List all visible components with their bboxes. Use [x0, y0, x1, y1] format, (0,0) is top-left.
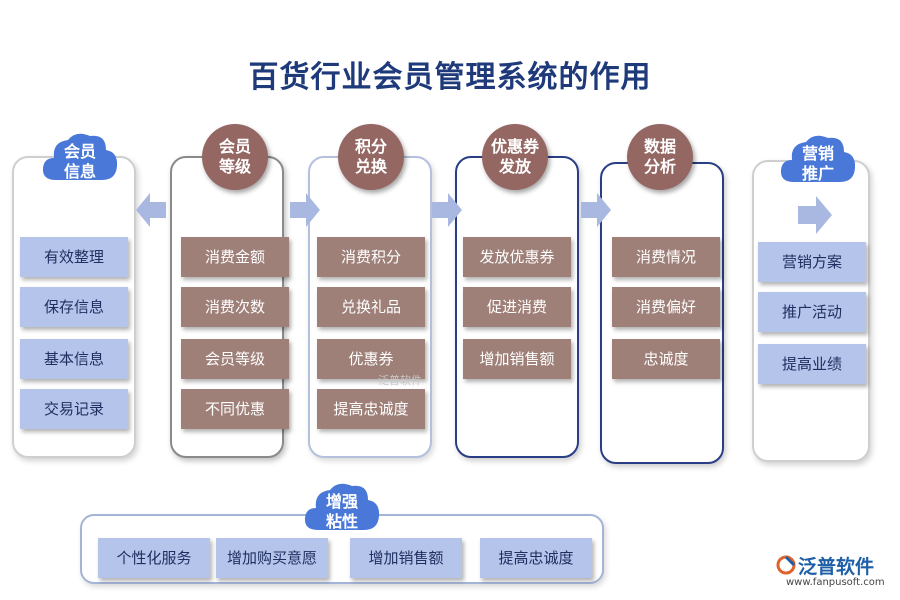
circle-member-level: 会员 等级: [202, 124, 268, 190]
circle-coupon-issue: 优惠券 发放: [482, 124, 548, 190]
cloud-label-line2: 粘性: [325, 512, 358, 531]
arrow-right-icon: [432, 193, 462, 227]
item-data-analysis: 消费偏好: [612, 287, 720, 327]
item-marketing: 营销方案: [758, 242, 866, 282]
item-points-exchange: 消费积分: [317, 237, 425, 277]
watermark-text: 泛普软件: [378, 374, 422, 387]
brand-logo: 泛普软件 www.fanpusoft.com: [776, 552, 892, 592]
item-points-exchange: 兑换礼品: [317, 287, 425, 327]
item-stickiness: 提高忠诚度: [480, 538, 592, 578]
item-coupon-issue: 促进消费: [463, 287, 571, 327]
logo-url: www.fanpusoft.com: [786, 577, 885, 588]
circle-label-line2: 等级: [218, 157, 251, 176]
cloud-shape-icon: [304, 483, 380, 530]
arrow-right-icon: [581, 193, 611, 227]
item-stickiness: 个性化服务: [98, 538, 210, 578]
item-member-level: 消费次数: [181, 287, 289, 327]
logo-mark-icon: [776, 555, 796, 575]
item-data-analysis: 消费情况: [612, 237, 720, 277]
cloud-marketing: 营销 推广: [778, 130, 858, 190]
arrow-right-icon: [798, 196, 832, 234]
cloud-stickiness: 增强 粘性: [302, 478, 382, 538]
cloud-label-line2: 推广: [801, 164, 834, 183]
item-member-info: 交易记录: [20, 389, 128, 429]
item-member-info: 基本信息: [20, 339, 128, 379]
circle-points-exchange: 积分 兑换: [338, 124, 404, 190]
item-points-exchange: 提高忠诚度: [317, 389, 425, 429]
item-member-level: 不同优惠: [181, 389, 289, 429]
circle-data-analysis: 数据 分析: [627, 124, 693, 190]
item-coupon-issue: 增加销售额: [463, 339, 571, 379]
cloud-label-line2: 信息: [63, 162, 96, 181]
circle-label-line2: 分析: [643, 157, 676, 176]
circle-label-line1: 积分: [354, 137, 387, 156]
item-member-info: 保存信息: [20, 287, 128, 327]
item-member-info: 有效整理: [20, 237, 128, 277]
item-member-level: 消费金额: [181, 237, 289, 277]
circle-label-line1: 会员: [218, 137, 251, 156]
cloud-member-info: 会员 信息: [40, 128, 120, 188]
item-member-level: 会员等级: [181, 339, 289, 379]
item-stickiness: 增加销售额: [350, 538, 462, 578]
logo-name: 泛普软件: [798, 556, 875, 578]
arrow-left-icon: [136, 193, 166, 227]
circle-label-line2: 发放: [498, 157, 531, 176]
item-stickiness: 增加购买意愿: [216, 538, 328, 578]
cloud-label-line1: 会员: [63, 142, 96, 161]
item-marketing: 推广活动: [758, 292, 866, 332]
cloud-label-line1: 增强: [325, 492, 358, 511]
item-data-analysis: 忠诚度: [612, 339, 720, 379]
diagram-title: 百货行业会员管理系统的作用: [248, 60, 652, 95]
cloud-shape-icon: [42, 133, 118, 180]
cloud-shape-icon: [780, 135, 856, 182]
item-marketing: 提高业绩: [758, 344, 866, 384]
item-coupon-issue: 发放优惠券: [463, 237, 571, 277]
circle-label-line1: 数据: [643, 137, 676, 156]
item-points-exchange: 优惠券: [317, 339, 425, 379]
circle-label-line2: 兑换: [354, 157, 387, 176]
arrow-right-icon: [290, 193, 320, 227]
cloud-label-line1: 营销: [801, 144, 834, 163]
circle-label-line1: 优惠券: [490, 137, 539, 156]
